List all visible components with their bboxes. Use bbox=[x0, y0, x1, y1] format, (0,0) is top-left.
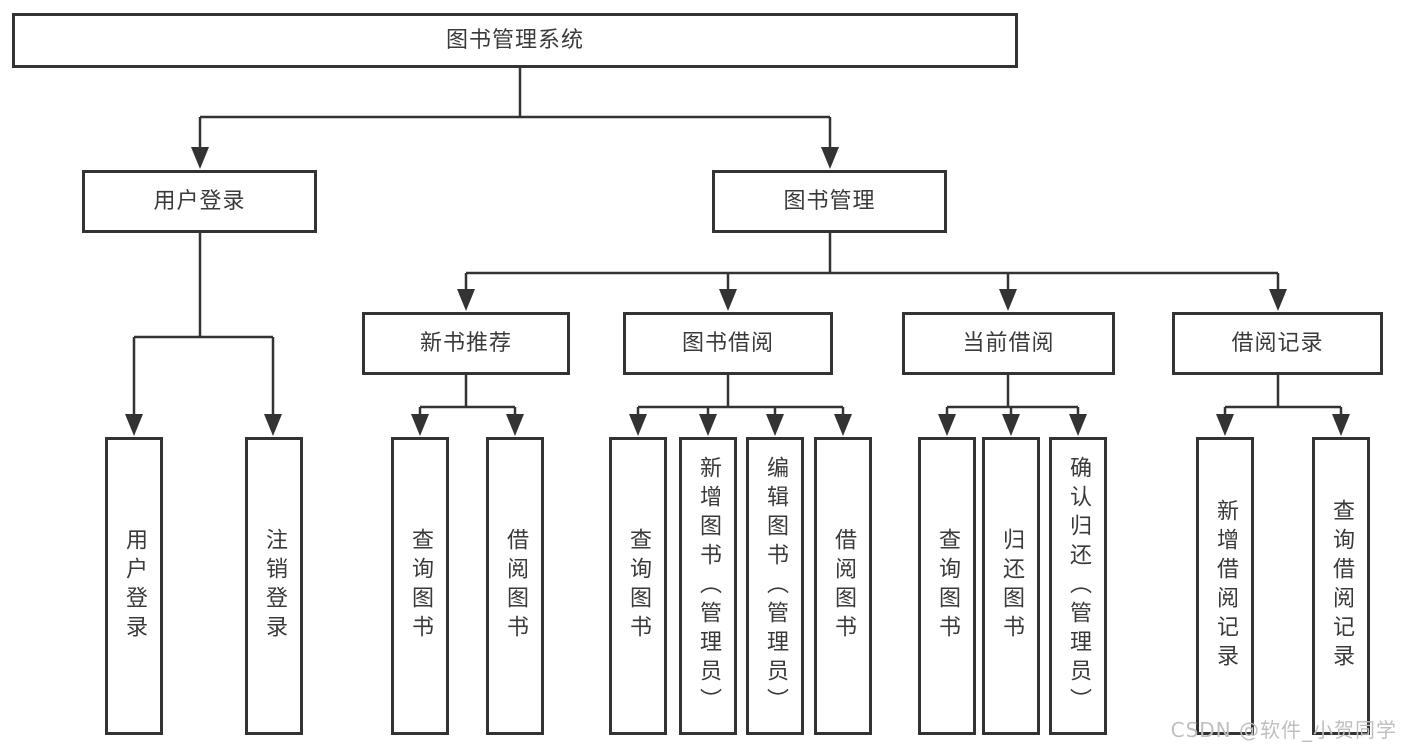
tree-edges bbox=[132, 68, 1343, 418]
node-book-borrow: 图书借阅 bbox=[623, 312, 833, 375]
leaf-current-return-books: 归还图书 bbox=[982, 437, 1040, 735]
leaf-records-query-record: 查询借阅记录 bbox=[1312, 437, 1370, 735]
node-root: 图书管理系统 bbox=[12, 13, 1018, 68]
leaf-current-query-books: 查询图书 bbox=[918, 437, 976, 735]
leaf-current-confirm-return-admin: 确认归还（管理员） bbox=[1049, 437, 1107, 735]
leaf-borrow-edit-books-admin: 编辑图书（管理员） bbox=[746, 437, 804, 735]
node-book-management: 图书管理 bbox=[712, 170, 947, 233]
leaf-borrow-query-books: 查询图书 bbox=[609, 437, 667, 735]
leaf-borrow-add-books-admin: 新增图书（管理员） bbox=[679, 437, 737, 735]
leaf-recommend-query-books: 查询图书 bbox=[391, 437, 449, 735]
leaf-borrow-borrow-books: 借阅图书 bbox=[814, 437, 872, 735]
leaf-user-login: 用户登录 bbox=[105, 437, 163, 735]
leaf-records-add-record: 新增借阅记录 bbox=[1196, 437, 1254, 735]
node-user-login: 用户登录 bbox=[82, 170, 317, 233]
leaf-recommend-borrow-books: 借阅图书 bbox=[486, 437, 544, 735]
node-current-borrow: 当前借阅 bbox=[902, 312, 1115, 375]
leaf-logout: 注销登录 bbox=[245, 437, 303, 735]
node-borrow-records: 借阅记录 bbox=[1172, 312, 1383, 375]
node-new-book-recommend: 新书推荐 bbox=[362, 312, 570, 375]
